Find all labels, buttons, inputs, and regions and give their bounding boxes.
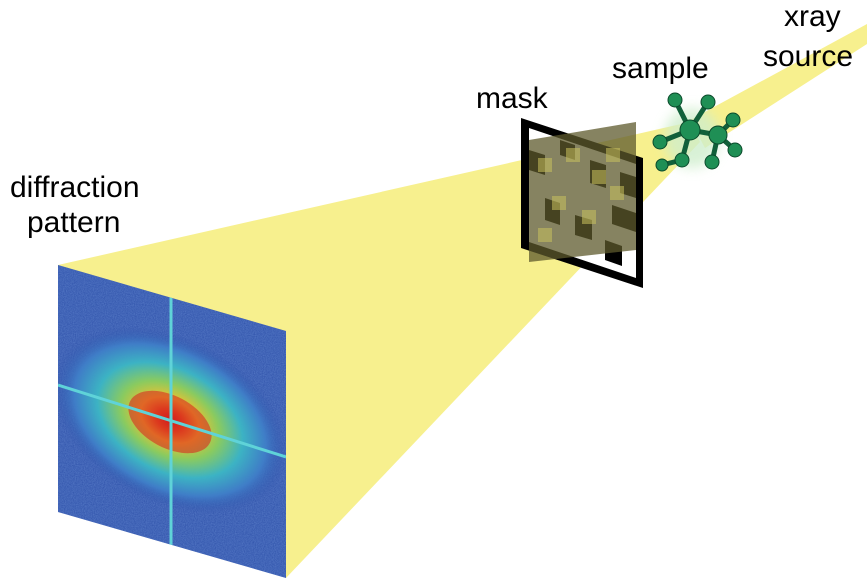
xray-source-label-line1: xray [784, 0, 841, 33]
molecule-icon [652, 92, 743, 172]
mask-label: mask [476, 82, 548, 115]
diffraction-pattern-label-line1: diffraction [10, 171, 140, 204]
sample-label: sample [612, 52, 709, 85]
diffraction-pattern-label-line2: pattern [27, 206, 121, 239]
coded-mask [521, 118, 643, 288]
xray-source-label-line2: source [763, 40, 854, 73]
